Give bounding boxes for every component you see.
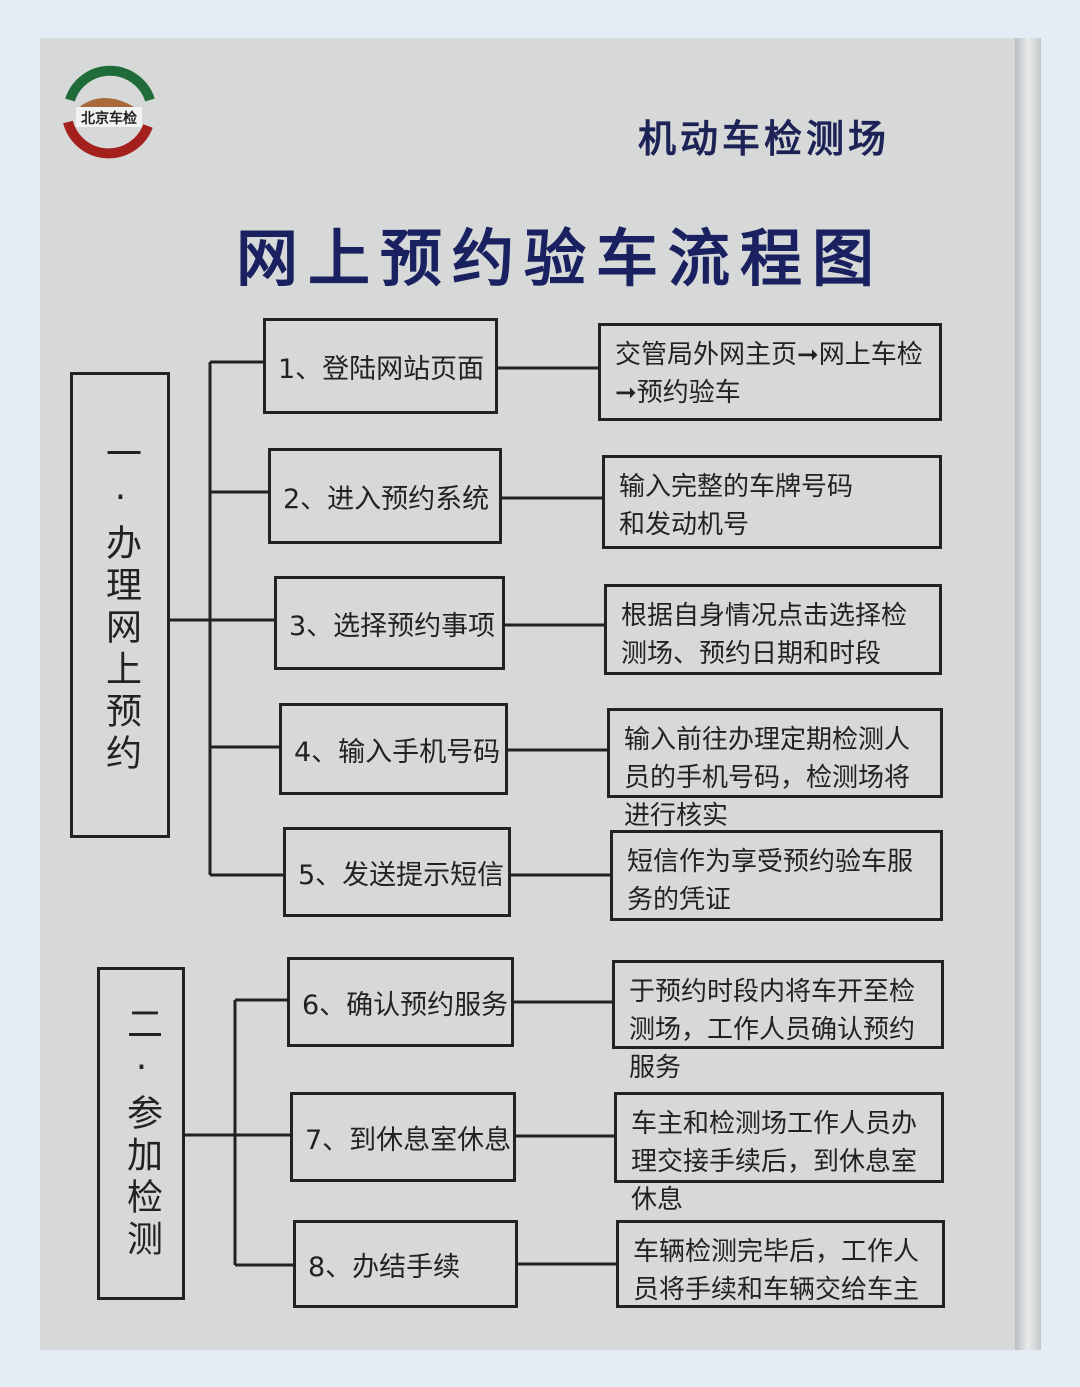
beijing-vehicle-inspection-logo: 北京车检 — [58, 60, 158, 164]
step-8-box: 8、办结手续 — [293, 1220, 518, 1308]
step-3-box: 3、选择预约事项 — [274, 576, 505, 670]
step-1-box: 1、登陆网站页面 — [263, 318, 498, 414]
step-7-description: 车主和检测场工作人员办理交接手续后，到休息室休息 — [614, 1092, 944, 1215]
step-8-description: 车辆检测完毕后，工作人员将手续和车辆交给车主 — [616, 1220, 945, 1308]
step-4-box: 4、输入手机号码 — [279, 703, 508, 795]
page-title: 网上预约验车流程图 — [236, 222, 885, 295]
step-5-box: 5、发送提示短信 — [283, 827, 511, 917]
svg-text:北京车检: 北京车检 — [81, 110, 137, 127]
step-1-description: 交管局外网主页➞网上车检➞预约验车 — [598, 323, 942, 421]
step-6-description: 于预约时段内将车开至检测场，工作人员确认预约服务 — [612, 960, 944, 1083]
poster-board — [40, 38, 1015, 1350]
subtitle: 机动车检测场 — [638, 117, 891, 161]
group-online-booking: 一·办理网上预约 — [70, 372, 170, 838]
step-4-description: 输入前往办理定期检测人员的手机号码，检测场将进行核实 — [607, 708, 943, 831]
group-attend-inspection: 二·参加检测 — [97, 967, 185, 1300]
step-7-box: 7、到休息室休息 — [290, 1092, 516, 1182]
step-2-description: 输入完整的车牌号码 和发动机号 — [602, 455, 942, 549]
step-2-box: 2、进入预约系统 — [268, 448, 502, 544]
step-3-description: 根据自身情况点击选择检测场、预约日期和时段 — [604, 584, 942, 675]
step-6-box: 6、确认预约服务 — [287, 957, 514, 1047]
step-5-description: 短信作为享受预约验车服务的凭证 — [610, 830, 943, 921]
board-frame — [1015, 38, 1041, 1350]
